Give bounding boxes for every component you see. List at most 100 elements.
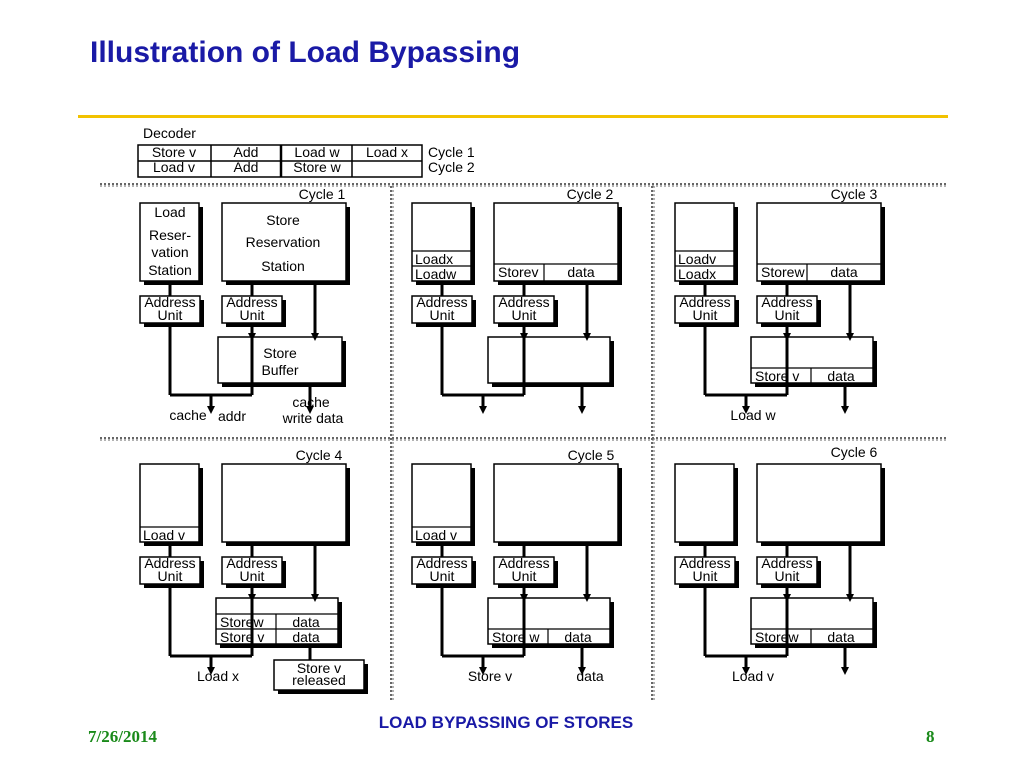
- cache-write-label: cache: [292, 394, 330, 410]
- store-rs-text: Reservation: [246, 234, 321, 250]
- store-buffer-text: Buffer: [261, 362, 298, 378]
- address-label: Address: [226, 555, 277, 571]
- store-buffer-data: data: [564, 629, 591, 645]
- bottom-left-label: Load v: [732, 668, 774, 684]
- bottom-right-label: data: [576, 668, 603, 684]
- unit-label: Unit: [430, 568, 455, 584]
- load-reservation-station: [411, 463, 475, 546]
- store-buffer-entry: Storew: [755, 629, 799, 645]
- cycle-label: Cycle 5: [568, 447, 615, 463]
- unit-label: Unit: [693, 568, 718, 584]
- store-released-box: [273, 659, 368, 694]
- address-label: Address: [679, 294, 730, 310]
- cycle-label: Cycle 2: [567, 186, 614, 202]
- address-label: Address: [761, 294, 812, 310]
- store-buffer-data: data: [827, 368, 854, 384]
- load-rs-text: Load: [154, 204, 185, 220]
- load-reservation-station: [139, 463, 203, 546]
- address-label: Address: [144, 555, 195, 571]
- load-rs-entry: Load v: [143, 527, 185, 543]
- store-rs-entry: Storev: [498, 264, 538, 280]
- load-rs-text: Station: [148, 262, 192, 278]
- cycle-label: Cycle 6: [831, 444, 878, 460]
- decoder-cell: Add: [234, 159, 259, 175]
- unit-label: Unit: [693, 307, 718, 323]
- store-buffer: [750, 336, 877, 387]
- store-buffer: [217, 336, 346, 387]
- address-label: Address: [761, 555, 812, 571]
- store-buffer: [750, 597, 877, 648]
- store-buffer-data: data: [292, 629, 319, 645]
- store-reservation-station: [493, 463, 622, 546]
- store-buffer-data: data: [292, 614, 319, 630]
- store-reservation-station: [221, 202, 350, 285]
- load-reservation-station: [139, 202, 203, 285]
- addr-label: addr: [218, 408, 246, 424]
- address-label: Address: [226, 294, 277, 310]
- load-rs-text: Reser-: [149, 227, 191, 243]
- released-text: Store v: [297, 660, 341, 676]
- cache-write-label: write data: [282, 410, 344, 426]
- panel-separators: [100, 183, 948, 700]
- bottom-left-label: Load w: [730, 407, 776, 423]
- address-label: Address: [679, 555, 730, 571]
- load-reservation-station: [674, 202, 738, 285]
- released-text: released: [292, 672, 346, 688]
- load-rs-entry: Loadw: [415, 266, 457, 282]
- decoder-cycle-2: Cycle 2: [428, 159, 475, 175]
- address-label: Address: [144, 294, 195, 310]
- store-rs-data: data: [830, 264, 857, 280]
- address-label: Address: [498, 555, 549, 571]
- store-buffer: [487, 336, 614, 387]
- load-rs-entry: Loadx: [678, 266, 716, 282]
- decoder-cell: Load w: [294, 144, 340, 160]
- footer-page-number: 8: [926, 727, 935, 746]
- unit-label: Unit: [158, 568, 183, 584]
- slide-title: Illustration of Load Bypassing: [90, 36, 521, 69]
- store-reservation-station: [756, 463, 885, 546]
- address-label: Address: [416, 294, 467, 310]
- store-reservation-station: [756, 202, 885, 285]
- store-buffer-entry: Storew: [220, 614, 264, 630]
- store-buffer-entry: Store v: [755, 368, 799, 384]
- unit-label: Unit: [512, 568, 537, 584]
- address-label: Address: [498, 294, 549, 310]
- store-rs-entry: Storew: [761, 264, 805, 280]
- cycle-label: Cycle 3: [831, 186, 878, 202]
- load-rs-entry: Load v: [415, 527, 457, 543]
- store-buffer-entry: Store w: [492, 629, 540, 645]
- panel-cycle-1: Cycle 1LoadReser-vationStationStoreReser…: [139, 186, 350, 426]
- cycle-label: Cycle 1: [299, 186, 346, 202]
- store-buffer: [215, 597, 342, 648]
- cache-label: cache: [169, 407, 207, 423]
- unit-label: Unit: [240, 307, 265, 323]
- footer-date: 7/26/2014: [88, 727, 157, 746]
- footer-caption: LOAD BYPASSING OF STORES: [378, 713, 634, 732]
- store-reservation-station: [493, 202, 622, 285]
- store-buffer-data: data: [827, 629, 854, 645]
- store-reservation-station: [221, 463, 350, 546]
- decoder-cell: Store w: [293, 159, 341, 175]
- bottom-left-label: Store v: [468, 668, 512, 684]
- unit-label: Unit: [240, 568, 265, 584]
- cycle-label: Cycle 4: [296, 447, 343, 463]
- store-buffer-text: Store: [263, 345, 297, 361]
- store-rs-text: Station: [261, 258, 305, 274]
- address-label: Address: [416, 555, 467, 571]
- load-reservation-station: [411, 202, 475, 285]
- bottom-left-label: Load x: [197, 668, 239, 684]
- unit-label: Unit: [775, 568, 800, 584]
